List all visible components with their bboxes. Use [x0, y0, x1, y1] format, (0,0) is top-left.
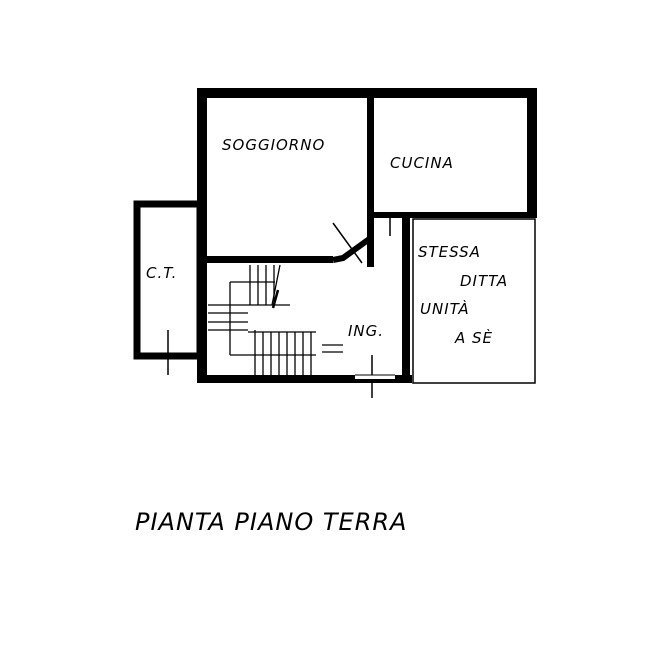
plan-title: PIANTA PIANO TERRA: [135, 508, 407, 536]
room-label-ditta: DITTA: [460, 272, 508, 290]
room-label-a-se: A SÈ: [454, 328, 493, 347]
room-label-cucina: CUCINA: [390, 154, 454, 172]
room-label-ct: C.T.: [146, 264, 177, 282]
staircase: [208, 264, 343, 375]
room-label-stessa: STESSA: [418, 243, 481, 261]
room-label-soggiorno: SOGGIORNO: [222, 136, 325, 154]
room-label-unita: UNITÀ: [420, 299, 470, 318]
details: [133, 200, 536, 398]
room-label-ingresso: ING.: [348, 322, 384, 340]
